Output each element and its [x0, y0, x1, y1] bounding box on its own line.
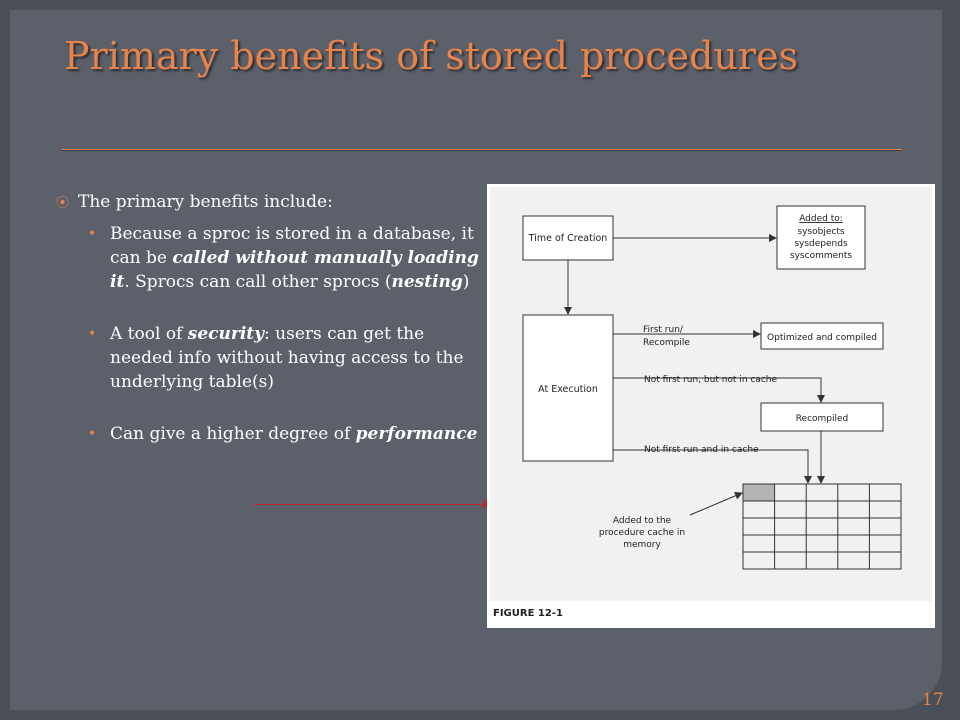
figure-panel: Time of Creation Added to: sysobjects sy… — [487, 184, 935, 628]
first-run-label-1: First run/ — [643, 325, 684, 335]
circle-bullet-icon: ⦿ — [56, 196, 70, 211]
in-cache-label: Not first run and in cache — [644, 445, 759, 455]
stored-procedure-diagram: Time of Creation Added to: sysobjects sy… — [522, 205, 902, 570]
bullet-item-security: • A tool of security: users can get the … — [54, 322, 484, 394]
added-cache-label-2: procedure cache in — [599, 528, 685, 538]
bullet-text: : users can get the needed info without … — [110, 324, 464, 392]
added-to-item: syscomments — [790, 251, 852, 261]
pointer-arrow-line — [254, 504, 485, 505]
added-cache-label-3: memory — [623, 540, 661, 550]
dot-bullet-icon: • — [88, 426, 97, 442]
added-to-box — [776, 205, 866, 270]
first-run-label-2: Recompile — [643, 338, 690, 348]
time-of-creation-label: Time of Creation — [528, 233, 608, 244]
not-in-cache-arrow — [613, 377, 825, 403]
recompiled-box — [760, 402, 884, 432]
figure-caption: FIGURE 12-1 — [493, 608, 563, 619]
recompiled-label: Recompiled — [796, 414, 849, 424]
bullet-emphasis: security — [187, 324, 265, 344]
optimized-label: Optimized and compiled — [767, 333, 877, 343]
time-of-creation-box — [522, 215, 614, 261]
cache-grid-border — [742, 483, 902, 570]
dot-bullet-icon: • — [88, 326, 97, 342]
added-to-title: Added to: — [799, 214, 843, 224]
bullet-text: Can give a higher degree of — [110, 424, 356, 444]
bullet-intro-text: The primary benefits include: — [78, 192, 333, 212]
bullet-emphasis: called without manually loading it — [110, 248, 479, 292]
bullet-text: Because a sproc is stored in a database,… — [110, 224, 474, 268]
page-number: 17 — [922, 690, 944, 710]
bullet-text: ) — [462, 272, 470, 292]
not-in-cache-label: Not first run, but not in cache — [644, 375, 777, 385]
bullet-item-stored: • Because a sproc is stored in a databas… — [54, 222, 484, 294]
at-execution-label: At Execution — [538, 384, 598, 395]
optimized-box — [760, 322, 884, 350]
slide-title: Primary benefits of stored procedures — [64, 34, 799, 78]
dot-bullet-icon: • — [88, 226, 97, 242]
bullet-text: A tool of — [110, 324, 188, 344]
bullet-emphasis: nesting — [391, 272, 463, 292]
procedure-cache-grid — [742, 483, 902, 570]
bullet-item-performance: • Can give a higher degree of performanc… — [54, 422, 484, 446]
added-to-item: sysdepends — [794, 239, 848, 249]
figure-diagram-area: Time of Creation Added to: sysobjects sy… — [490, 187, 932, 601]
bullet-intro: ⦿ The primary benefits include: — [54, 190, 484, 214]
added-to-item: sysobjects — [797, 227, 844, 237]
title-divider — [62, 149, 902, 150]
bullet-emphasis: performance — [355, 424, 478, 444]
cache-cell-used — [743, 484, 775, 501]
added-cache-label-1: Added to the — [613, 516, 672, 526]
added-to-cache-arrow — [689, 492, 743, 516]
at-execution-box — [522, 314, 614, 462]
bullet-text: . Sprocs can call other sprocs ( — [124, 272, 392, 292]
in-cache-arrow — [613, 449, 812, 484]
bullet-list: ⦿ The primary benefits include: • Becaus… — [54, 190, 484, 474]
